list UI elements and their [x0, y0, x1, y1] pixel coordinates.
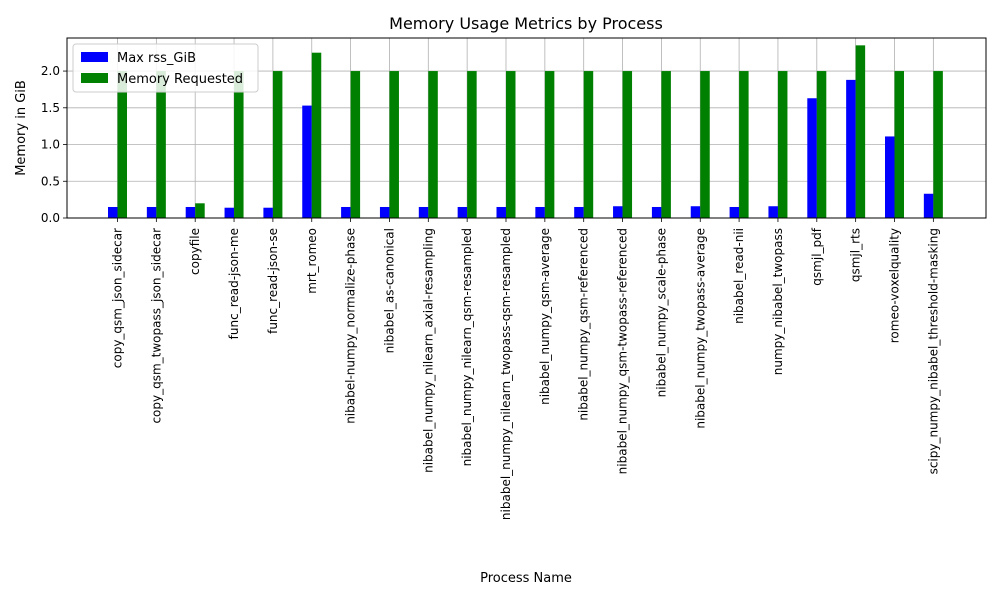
x-tick-label: numpy_nibabel_twopass — [771, 228, 785, 375]
legend-box — [72, 43, 259, 93]
legend-swatch-memory-requested — [81, 73, 108, 83]
bar-memory-requested — [195, 203, 205, 218]
bar-max-rss — [574, 206, 584, 218]
bar-memory-requested — [272, 71, 283, 219]
legend-label-max-rss: Max rss_GiB — [117, 51, 196, 66]
legend-swatch-max-rss — [81, 52, 108, 62]
x-tick-label: qsmjl_rts — [849, 228, 863, 282]
bar-max-rss — [651, 206, 662, 218]
bar-memory-requested — [816, 71, 827, 219]
bar-memory-requested — [389, 71, 399, 219]
y-tick-label: 2.0 — [41, 64, 60, 78]
bar-max-rss — [496, 206, 506, 218]
bar-memory-requested — [467, 71, 477, 219]
bar-max-rss — [846, 79, 856, 218]
y-tick-label: 0.0 — [41, 211, 60, 225]
bar-memory-requested — [661, 71, 671, 219]
bar-memory-requested — [311, 52, 322, 218]
x-tick-label: nibabel_numpy_qsm-twopass-referenced — [616, 228, 630, 474]
bar-memory-requested — [777, 71, 788, 219]
bar-memory-requested — [894, 71, 904, 219]
bar-max-rss — [379, 206, 390, 218]
x-tick-label: nibabel-numpy_normalize-phase — [344, 228, 358, 424]
bar-memory-requested — [506, 71, 516, 219]
bar-max-rss — [418, 206, 429, 218]
x-tick-label: copyfile — [188, 228, 202, 275]
x-tick-label: func_read-json-se — [266, 228, 280, 334]
bar-max-rss — [923, 193, 934, 218]
plot-frame — [66, 37, 987, 219]
x-tick-label: nibabel_numpy_nilearn_axial-resampling — [421, 228, 435, 473]
axes-layer — [66, 37, 987, 219]
bar-max-rss — [146, 206, 157, 218]
bar-memory-requested — [117, 71, 127, 219]
bar-max-rss — [457, 206, 468, 218]
x-tick-label: mrt_romeo — [305, 228, 319, 294]
y-tick-label: 0.5 — [41, 174, 60, 188]
x-tick-label: nibabel_read-nii — [732, 228, 746, 324]
bar-memory-requested — [700, 71, 710, 219]
bar-max-rss — [302, 105, 312, 218]
bar-memory-requested — [583, 71, 594, 219]
bar-memory-requested — [428, 71, 438, 219]
y-tick-label: 1.0 — [41, 138, 60, 152]
y-tick-label: 1.5 — [41, 101, 60, 115]
bar-memory-requested — [622, 71, 633, 219]
bar-max-rss — [885, 136, 895, 218]
bar-memory-requested — [855, 45, 866, 218]
x-tick-label: scipy_numpy_nibabel_threshold-masking — [926, 228, 940, 474]
bar-max-rss — [263, 207, 273, 218]
bar-max-rss — [613, 206, 623, 218]
bar-max-rss — [535, 206, 545, 218]
x-tick-label: nibabel_numpy_scale-phase — [654, 228, 668, 397]
ticks-layer: 0.0 0.5 1.0 1.5 2.0 copy_qsm_json_sidecar copy… — [41, 64, 940, 520]
bar-max-rss — [185, 206, 196, 218]
bar-max-rss — [768, 206, 778, 218]
chart-title: Memory Usage Metrics by Process — [389, 14, 663, 33]
bar-max-rss — [690, 206, 701, 218]
x-tick-label: copy_qsm_json_sidecar — [111, 228, 125, 368]
bar-max-rss — [224, 207, 235, 218]
x-tick-label: nibabel_numpy_qsm-average — [538, 228, 552, 405]
x-tick-label: romeo-voxelquality — [888, 228, 902, 343]
bar-memory-requested — [544, 71, 555, 219]
bar-memory-requested — [739, 71, 749, 219]
x-tick-label: func_read-json-me — [227, 228, 241, 339]
x-tick-label: nibabel_numpy_qsm-referenced — [577, 228, 591, 421]
bar-max-rss — [807, 98, 817, 218]
x-tick-label: nibabel_numpy_twopass-average — [693, 228, 707, 429]
bar-max-rss — [341, 206, 351, 218]
bar-memory-requested — [350, 71, 361, 219]
legend-label-memory-requested: Memory Requested — [117, 72, 243, 87]
x-tick-label: copy_qsm_twopass_json_sidecar — [149, 228, 163, 424]
x-tick-label: nibabel_numpy_nilearn_qsm-resampled — [460, 228, 474, 466]
x-axis-title: Process Name — [480, 571, 572, 586]
bar-max-rss — [108, 206, 118, 218]
bar-memory-requested — [156, 71, 166, 219]
x-tick-label: qsmjl_pdf — [810, 227, 824, 285]
x-tick-label: nibabel_as-canonical — [382, 228, 396, 353]
bar-max-rss — [729, 206, 740, 218]
legend: Max rss_GiB Memory Requested — [72, 43, 259, 93]
y-axis-title: Memory in GiB — [14, 80, 29, 176]
x-tick-label: nibabel_numpy_nilearn_twopass-qsm-resamp… — [499, 228, 513, 520]
bar-memory-requested — [933, 71, 943, 219]
bars-layer — [108, 45, 943, 219]
bar-memory-requested — [234, 71, 244, 219]
